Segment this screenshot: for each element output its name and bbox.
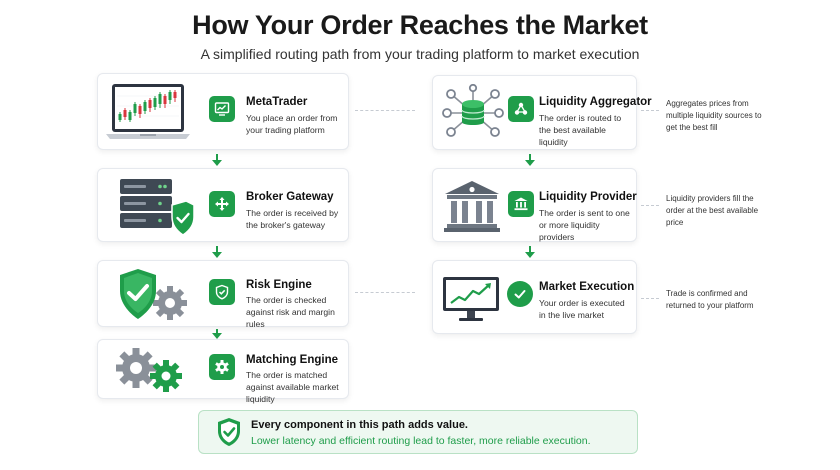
step-description: The order is routed to the best availabl…: [539, 113, 622, 147]
monitor-uptrend-illustration: [443, 277, 499, 321]
arrows-move-icon: [209, 191, 235, 217]
step-card-risk-engine: Risk Engine The order is checked against…: [97, 260, 349, 329]
step-card-market-execution: Market Execution Your order is executed …: [432, 260, 637, 334]
gears-illustration: [116, 348, 182, 392]
shield-gear-illustration: [120, 269, 187, 320]
shield-check-icon: [209, 279, 235, 305]
laptop-chart-illustration: [106, 84, 190, 139]
step-card-liquidity-provider: Liquidity Provider The order is sent to …: [432, 168, 637, 242]
step-description: The order is matched against available m…: [246, 370, 339, 404]
connector-line: [355, 110, 415, 111]
step-description: The order is checked against risk and ma…: [246, 295, 335, 329]
step-title: Liquidity Provider: [539, 191, 637, 203]
step-card-liquidity-aggregator: Liquidity Aggregator The order is routed…: [432, 75, 652, 150]
step-card-matching-engine: Matching Engine The order is matched aga…: [97, 339, 349, 404]
connector-line: [355, 292, 415, 293]
bank-building-illustration: [444, 181, 500, 232]
flow-arrow: [211, 329, 223, 339]
step-description: Your order is executed in the live marke…: [539, 298, 625, 320]
note-connector: [641, 298, 659, 299]
page-title: How Your Order Reaches the Market: [192, 10, 648, 40]
gear-icon: [209, 354, 235, 380]
callout-heading: Every component in this path adds value.: [251, 419, 468, 431]
step-title: Risk Engine: [246, 279, 312, 291]
summary-callout: Every component in this path adds value.…: [198, 410, 638, 454]
step-description: The order is sent to one or more liquidi…: [539, 208, 630, 242]
step-title: Matching Engine: [246, 354, 338, 366]
chart-monitor-icon: [209, 96, 235, 122]
network-nodes-icon: [508, 96, 534, 122]
step-title: Market Execution: [539, 281, 635, 293]
step-description: The order is received by the broker's ga…: [246, 208, 339, 230]
step-description: You place an order from your trading pla…: [246, 113, 338, 135]
note-connector: [641, 205, 659, 206]
flow-arrow: [211, 246, 223, 258]
side-note-execution: Trade is confirmed and returned to your …: [666, 289, 754, 310]
note-connector: [641, 110, 659, 111]
shield-check-icon: [218, 418, 240, 446]
flow-arrow: [524, 154, 536, 166]
step-card-metatrader: MetaTrader You place an order from your …: [97, 73, 349, 150]
flow-arrow: [211, 154, 223, 166]
server-shield-illustration: [120, 179, 195, 236]
step-title: Broker Gateway: [246, 191, 334, 203]
step-card-broker-gateway: Broker Gateway The order is received by …: [97, 168, 349, 242]
callout-body: Lower latency and efficient routing lead…: [251, 435, 591, 447]
database-network-illustration: [442, 84, 504, 137]
checkmark-circle-icon: [507, 281, 533, 307]
step-title: MetaTrader: [246, 96, 308, 108]
bank-icon: [508, 191, 534, 217]
side-note-provider: Liquidity providers fill the order at th…: [666, 194, 759, 227]
step-title: Liquidity Aggregator: [539, 96, 652, 108]
side-note-aggregator: Aggregates prices from multiple liquidit…: [666, 99, 762, 132]
page-subtitle: A simplified routing path from your trad…: [200, 46, 640, 62]
flow-arrow: [524, 246, 536, 258]
